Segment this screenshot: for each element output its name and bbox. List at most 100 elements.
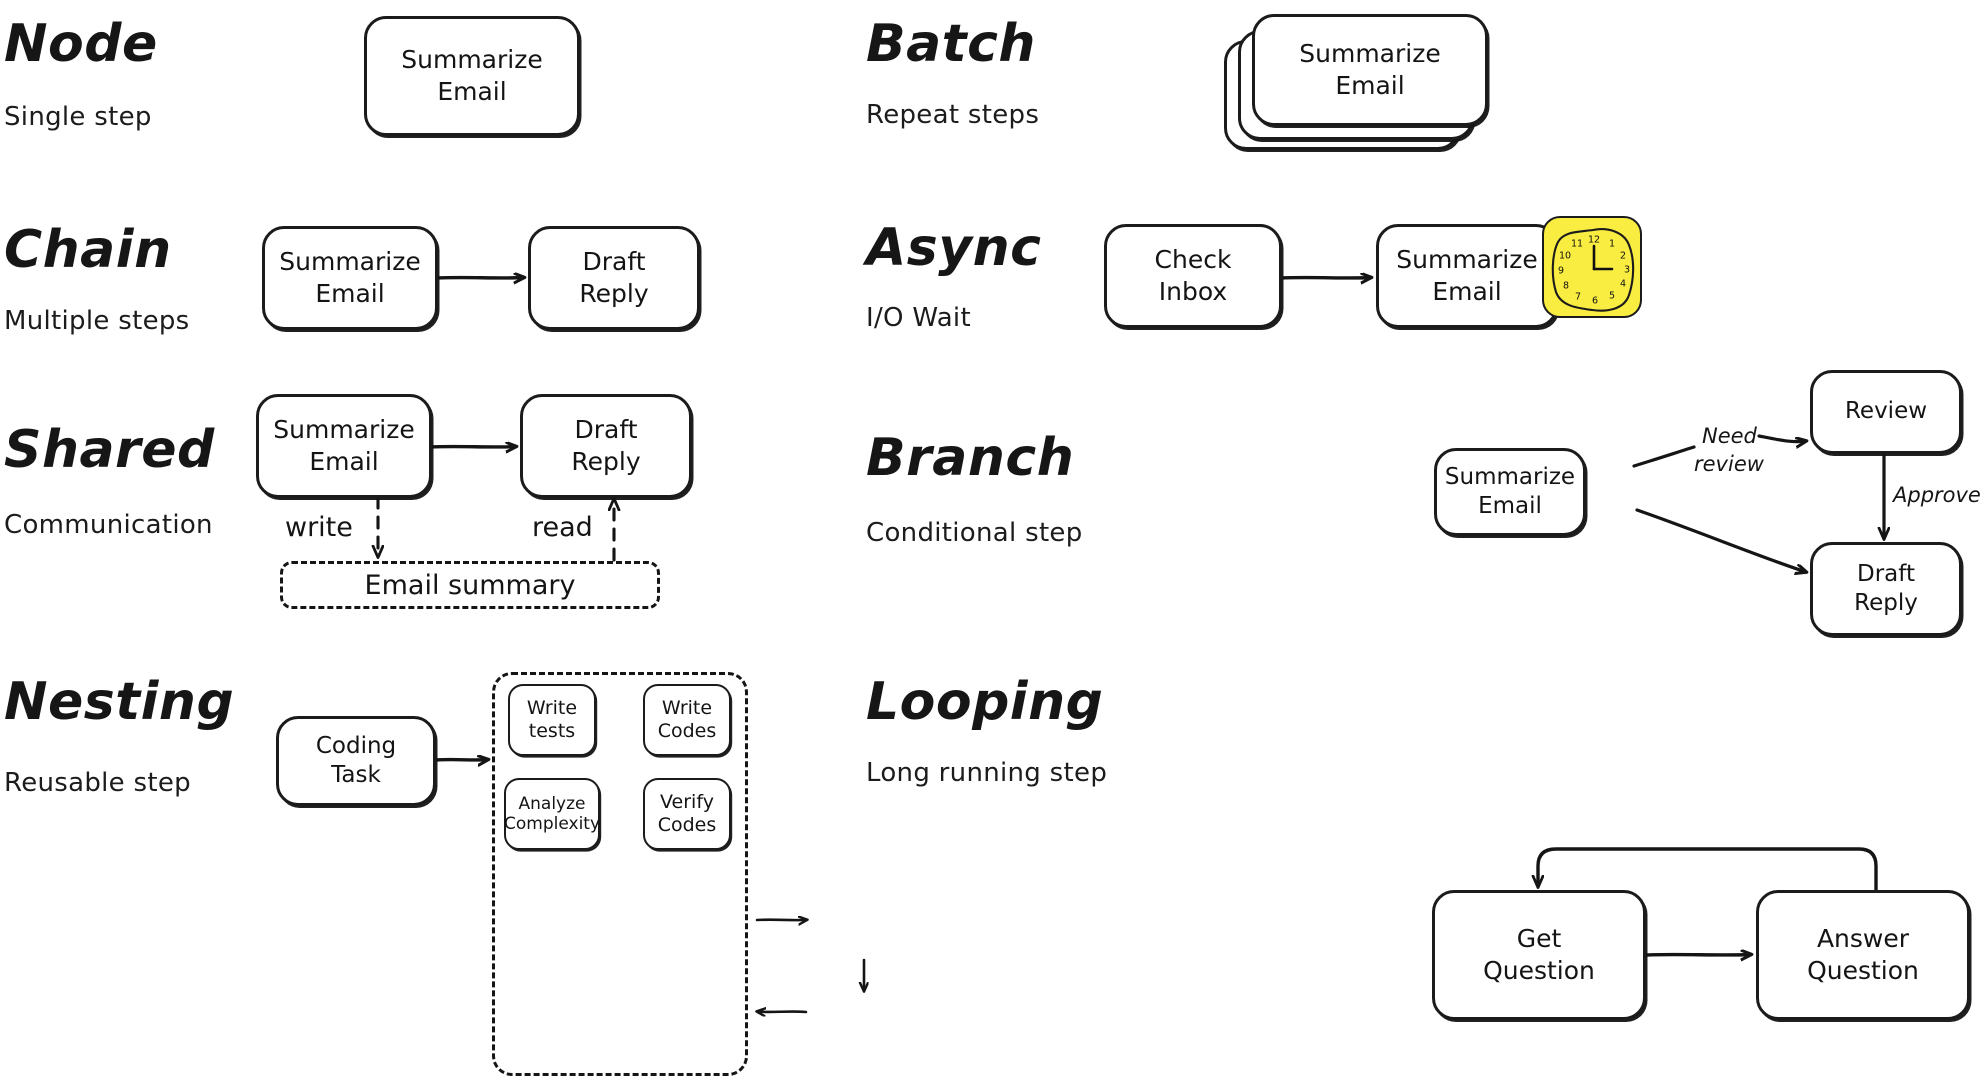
shared-from-line2: Email (309, 447, 379, 476)
async-arrow (1278, 278, 1371, 279)
branch-draft-line2: Reply (1854, 590, 1918, 616)
branch-source-line1: Summarize (1444, 463, 1576, 490)
branch-draft-line1: Draft (1857, 560, 1915, 587)
looping-get-line2: Question (1483, 956, 1595, 985)
section-subtitle-chain: Multiple steps (4, 306, 190, 336)
looping-get-line1: Get (1516, 924, 1562, 953)
chain-to-line1: Draft (582, 247, 646, 276)
svg-text:9: 9 (1558, 266, 1564, 277)
svg-text:2: 2 (1620, 251, 1626, 262)
chain-to-line2: Reply (579, 279, 649, 308)
looping-node-answer-question[interactable]: Answer Question (1756, 890, 1970, 1020)
branch-source-line2: Email (1478, 493, 1542, 519)
async-to-line1: Summarize (1396, 245, 1538, 274)
svg-text:5: 5 (1609, 291, 1615, 302)
section-title-async: Async (866, 218, 1042, 278)
section-title-nesting: Nesting (4, 672, 235, 732)
shared-store-label: Email summary (364, 569, 576, 601)
branch-node-review[interactable]: Review (1810, 370, 1962, 454)
svg-text:6: 6 (1592, 296, 1598, 307)
nesting-inner-3-line1: Analyze (518, 793, 586, 814)
branch-node-summarize-email[interactable]: Summarize Email (1434, 448, 1586, 536)
nesting-inner-2-line1: Verify (660, 791, 714, 814)
nesting-outer-line1: Coding (315, 732, 397, 759)
nesting-node-verify-codes[interactable]: Verify Codes (643, 778, 731, 850)
chain-from-line2: Email (315, 279, 385, 308)
svg-text:8: 8 (1563, 281, 1569, 292)
chain-node-draft-reply[interactable]: Draft Reply (528, 226, 700, 330)
section-subtitle-shared: Communication (4, 510, 213, 540)
branch-node-draft-reply[interactable]: Draft Reply (1810, 542, 1962, 636)
looping-feedback-arrow (1538, 847, 1878, 899)
shared-to-line1: Draft (574, 415, 638, 444)
nesting-inner-1-line2: Codes (657, 720, 717, 742)
shared-arrow (428, 447, 516, 448)
nesting-node-coding-task[interactable]: Coding Task (276, 716, 436, 806)
svg-text:10: 10 (1559, 251, 1571, 262)
svg-text:7: 7 (1575, 292, 1581, 303)
async-node-summarize-email[interactable]: Summarize Email (1376, 224, 1558, 328)
section-subtitle-async: I/O Wait (866, 303, 971, 333)
section-subtitle-nesting: Reusable step (4, 768, 191, 798)
nesting-inner-0-line1: Write (526, 697, 578, 720)
node-label-line2: Email (437, 77, 507, 106)
section-subtitle-branch: Conditional step (866, 518, 1083, 548)
batch-label-line2: Email (1335, 71, 1405, 100)
section-title-branch: Branch (866, 428, 1075, 488)
section-title-shared: Shared (4, 420, 215, 480)
svg-text:11: 11 (1571, 239, 1583, 250)
looping-answer-line1: Answer (1816, 924, 1910, 953)
shared-write-label: write (285, 512, 353, 543)
section-title-chain: Chain (4, 220, 172, 280)
shared-node-summarize-email[interactable]: Summarize Email (256, 394, 432, 498)
svg-text:1: 1 (1609, 239, 1615, 250)
shared-from-line1: Summarize (273, 415, 415, 444)
branch-to-draft-arrow (1635, 508, 1806, 572)
shared-to-line2: Reply (571, 447, 641, 476)
async-from-line1: Check (1154, 245, 1232, 274)
nesting-node-write-tests[interactable]: Write tests (508, 684, 596, 756)
chain-arrow (435, 278, 524, 279)
node-summarize-email[interactable]: Summarize Email (364, 16, 580, 136)
async-to-line2: Email (1432, 277, 1502, 306)
branch-need-review-arrow (1632, 434, 1806, 468)
shared-node-draft-reply[interactable]: Draft Reply (520, 394, 692, 498)
shared-read-label: read (532, 512, 593, 543)
nesting-outer-line2: Task (331, 762, 381, 788)
looping-node-get-question[interactable]: Get Question (1432, 890, 1646, 1020)
branch-condition-label-line1: Need (1702, 424, 1757, 448)
nesting-subflow-group (492, 672, 748, 1076)
section-title-batch: Batch (866, 14, 1036, 74)
shared-store-email-summary[interactable]: Email summary (280, 561, 660, 609)
nesting-node-analyze-complexity[interactable]: Analyze Complexity (504, 778, 600, 850)
nesting-entry-arrow (434, 760, 488, 761)
batch-label-line1: Summarize (1299, 39, 1441, 68)
section-subtitle-node: Single step (4, 102, 152, 132)
branch-condition-label-line2: review (1694, 452, 1764, 476)
chain-node-summarize-email[interactable]: Summarize Email (262, 226, 438, 330)
looping-answer-line2: Question (1807, 956, 1919, 985)
clock-icon: 12 1 2 3 4 5 6 7 8 9 10 11 (1542, 216, 1642, 318)
nesting-inner-0-line2: tests (528, 720, 576, 742)
node-label-line1: Summarize (401, 45, 543, 74)
batch-node-summarize-email[interactable]: Summarize Email (1252, 14, 1488, 126)
section-title-node: Node (4, 14, 158, 74)
nesting-inner-2-line2: Codes (657, 814, 717, 836)
branch-review-label: Review (1844, 398, 1928, 425)
section-subtitle-batch: Repeat steps (866, 100, 1040, 130)
nesting-node-write-codes[interactable]: Write Codes (643, 684, 731, 756)
svg-text:4: 4 (1620, 279, 1626, 290)
section-subtitle-looping: Long running step (866, 758, 1108, 788)
svg-text:12: 12 (1588, 235, 1600, 246)
async-node-check-inbox[interactable]: Check Inbox (1104, 224, 1282, 328)
nesting-inner-arrows (757, 920, 864, 1012)
svg-text:3: 3 (1624, 265, 1630, 276)
section-title-looping: Looping (866, 672, 1104, 732)
nesting-inner-3-line2: Complexity (504, 814, 601, 834)
looping-forward-arrow (1644, 955, 1751, 956)
chain-from-line1: Summarize (279, 247, 421, 276)
async-from-line2: Inbox (1158, 277, 1228, 306)
branch-approved-label: Approved (1893, 483, 1980, 507)
